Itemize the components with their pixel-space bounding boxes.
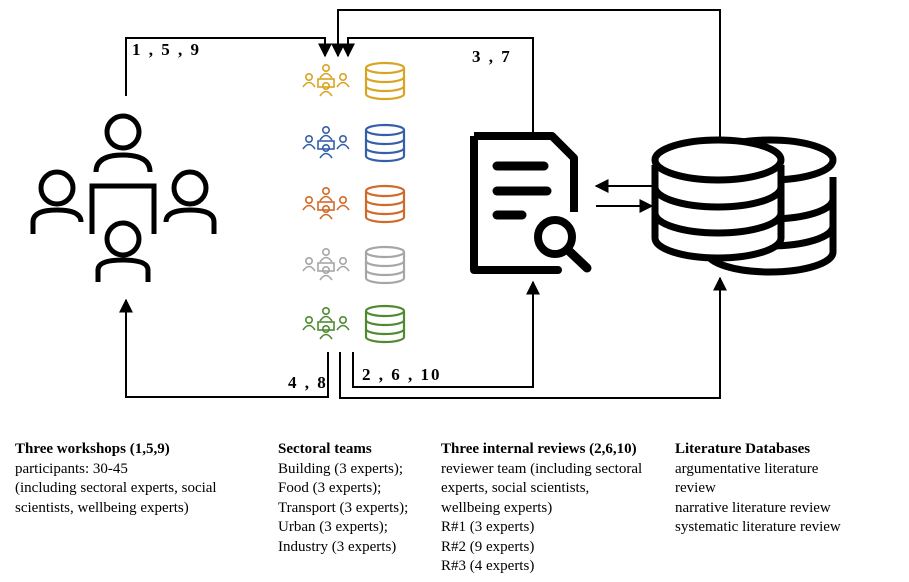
- meeting-group-icon: [30, 113, 217, 282]
- caption-teams: Sectoral teams Building (3 experts); Foo…: [278, 440, 408, 557]
- workflow-diagram: 1 , 5 , 9 4 , 8 3 , 7 2 , 6 , 10: [30, 9, 837, 399]
- caption-teams-line: Building (3 experts);: [278, 460, 403, 477]
- arrow-workshops-to-teams: [125, 37, 332, 96]
- team-people-icon: [302, 64, 350, 97]
- flow-arrows: [119, 9, 727, 399]
- database-icon: [364, 184, 406, 224]
- arrow-literature-to-teams: [331, 9, 721, 150]
- sectoral-team-icons: [302, 61, 406, 344]
- caption-reviews-line: R#2 (9 experts): [441, 538, 535, 555]
- caption-teams-title: Sectoral teams: [278, 441, 372, 457]
- edge-label-reviews-out: 2 , 6 , 10: [362, 365, 442, 384]
- database-icon: [364, 61, 406, 101]
- caption-workshops: Three workshops (1,5,9) participants: 30…: [15, 440, 217, 518]
- team-people-icon: [302, 306, 350, 340]
- caption-literature-title: Literature Databases: [675, 441, 811, 457]
- caption-literature-line: systematic literature review: [675, 519, 841, 535]
- database-icon: [364, 304, 406, 344]
- caption-workshops-line: participants: 30-45: [15, 460, 128, 477]
- caption-workshops-title: Three workshops (1,5,9): [15, 441, 170, 457]
- caption-reviews-line: reviewer team (including sectoral: [441, 460, 643, 477]
- team-people-icon: [302, 248, 350, 281]
- caption-reviews-line: R#1 (3 experts): [441, 519, 535, 535]
- caption-literature-line: argumentative literature: [675, 460, 819, 477]
- edge-label-workshops-in: 1 , 5 , 9: [132, 40, 201, 59]
- team-people-icon: [302, 126, 350, 159]
- caption-workshops-line: (including sectoral experts, social: [15, 480, 217, 496]
- edge-label-workshops-out: 4 , 8: [288, 373, 328, 392]
- caption-teams-line: Transport (3 experts);: [278, 499, 409, 516]
- caption-reviews: Three internal reviews (2,6,10) reviewer…: [441, 440, 642, 577]
- caption-teams-line: Food (3 experts);: [278, 480, 382, 496]
- arrow-teams-to-reviews: [352, 280, 540, 388]
- caption-teams-line: Urban (3 experts);: [278, 519, 388, 535]
- caption-reviews-line: R#3 (4 experts): [441, 558, 535, 574]
- edge-label-reviews-in: 3 , 7: [472, 47, 512, 66]
- caption-reviews-title: Three internal reviews (2,6,10): [441, 441, 637, 457]
- arrow-teams-to-workshops: [119, 298, 329, 398]
- arrow-reviews-to-teams: [341, 37, 534, 133]
- caption-workshops-line: scientists, wellbeing experts): [15, 499, 189, 516]
- database-icon: [364, 123, 406, 163]
- team-people-icon: [302, 187, 350, 220]
- caption-literature-line: narrative literature review: [675, 499, 831, 516]
- caption-teams-line: Industry (3 experts): [278, 538, 397, 555]
- literature-database-icon: [651, 136, 837, 276]
- caption-reviews-line: experts, social scientists,: [441, 480, 590, 496]
- arrow-teams-to-literature: [339, 276, 727, 399]
- caption-literature: Literature Databases argumentative liter…: [675, 440, 841, 538]
- caption-reviews-line: wellbeing experts): [441, 499, 553, 516]
- caption-literature-line: review: [675, 480, 716, 496]
- document-search-icon: [470, 132, 592, 274]
- database-icon: [364, 245, 406, 285]
